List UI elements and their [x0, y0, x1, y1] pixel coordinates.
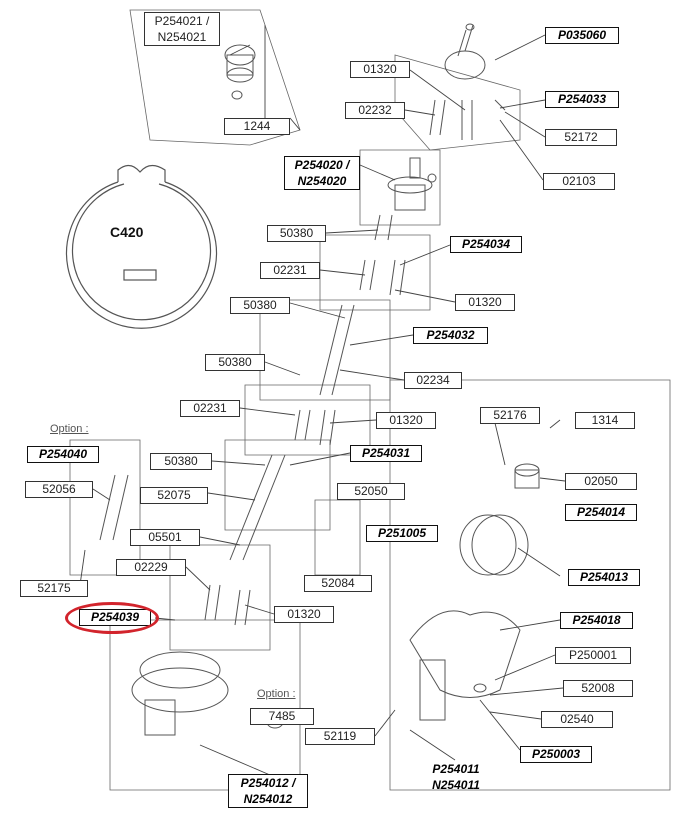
right-parts-drawing	[409, 463, 540, 721]
label-52056: 52056	[25, 481, 93, 498]
leader-lines	[79, 34, 566, 776]
label-01320-d: 01320	[274, 606, 334, 623]
label-02232: 02232	[345, 102, 405, 119]
top-tubes-drawing	[429, 99, 506, 140]
label-p254018: P254018	[560, 612, 633, 629]
label-p035060: P035060	[545, 27, 619, 44]
label-p250001: P250001	[555, 647, 631, 664]
label-02050: 02050	[565, 473, 637, 490]
label-p254012-line1: P254012 /	[240, 776, 296, 790]
label-50380-c: 50380	[205, 354, 265, 371]
label-p254013: P254013	[568, 569, 640, 586]
label-1244: 1244	[224, 118, 290, 135]
label-p254020-line2: N254020	[297, 174, 347, 188]
label-50380-a: 50380	[267, 225, 326, 242]
label-p254011-line2: N254011	[432, 778, 480, 792]
label-50380-b: 50380	[230, 297, 290, 314]
label-p254014: P254014	[565, 504, 637, 521]
label-52172: 52172	[545, 129, 617, 146]
label-option-bottom: Option :	[257, 688, 296, 700]
label-02103: 02103	[543, 173, 615, 190]
label-50380-d: 50380	[150, 453, 212, 470]
label-7485: 7485	[250, 708, 314, 725]
p254021-drawing	[224, 25, 266, 120]
p035060-drawing	[444, 23, 486, 80]
label-52050: 52050	[337, 483, 405, 500]
label-52119: 52119	[305, 728, 375, 745]
panel-p254012	[109, 619, 301, 791]
c420-profile-drawing	[65, 164, 218, 329]
panel-p254020	[359, 149, 441, 226]
label-p254011: P254011 N254011	[420, 761, 492, 795]
central-tubes-drawing	[99, 214, 406, 626]
panel-p254039	[169, 544, 271, 651]
label-p251005: P251005	[366, 525, 438, 542]
label-p254012: P254012 / N254012	[228, 774, 308, 808]
panel-p251005	[314, 499, 361, 576]
panel-right-large	[389, 379, 671, 791]
label-p254021: P254021 / N254021	[144, 12, 220, 46]
panel-top-right	[394, 54, 521, 151]
label-02229: 02229	[116, 559, 186, 576]
label-p254040: P254040	[27, 446, 99, 463]
label-01320-c: 01320	[376, 412, 436, 429]
panel-p254034	[319, 234, 431, 311]
label-p254021-line1: P254021 /	[154, 14, 210, 28]
label-p254011-line1: P254011	[432, 762, 480, 776]
label-52084: 52084	[304, 575, 372, 592]
label-02234: 02234	[404, 372, 462, 389]
label-p254020-line1: P254020 /	[294, 158, 350, 172]
label-01320-b: 01320	[455, 294, 515, 311]
label-02540: 02540	[541, 711, 613, 728]
label-p254034: P254034	[450, 236, 522, 253]
label-p254021-line2: N254021	[157, 30, 207, 44]
label-52176: 52176	[480, 407, 540, 424]
label-02231-a: 02231	[260, 262, 320, 279]
label-02231-b: 02231	[180, 400, 240, 417]
label-c420: C420	[110, 224, 144, 240]
panel-top-left	[129, 9, 301, 146]
label-option-left: Option :	[50, 423, 89, 435]
label-01320-top: 01320	[350, 61, 410, 78]
label-p254031: P254031	[350, 445, 422, 462]
label-52008: 52008	[563, 680, 633, 697]
p254020-drawing	[387, 157, 437, 211]
label-1314: 1314	[575, 412, 635, 429]
label-p254033: P254033	[545, 91, 619, 108]
label-52075: 52075	[140, 487, 208, 504]
label-52175: 52175	[20, 580, 88, 597]
highlight-circle	[65, 602, 159, 634]
panel-p254031	[224, 439, 331, 531]
label-p254020: P254020 / N254020	[284, 156, 360, 190]
label-p250003: P250003	[520, 746, 592, 763]
label-p254012-line2: N254012	[243, 792, 293, 806]
label-05501: 05501	[130, 529, 200, 546]
label-p254032: P254032	[413, 327, 488, 344]
